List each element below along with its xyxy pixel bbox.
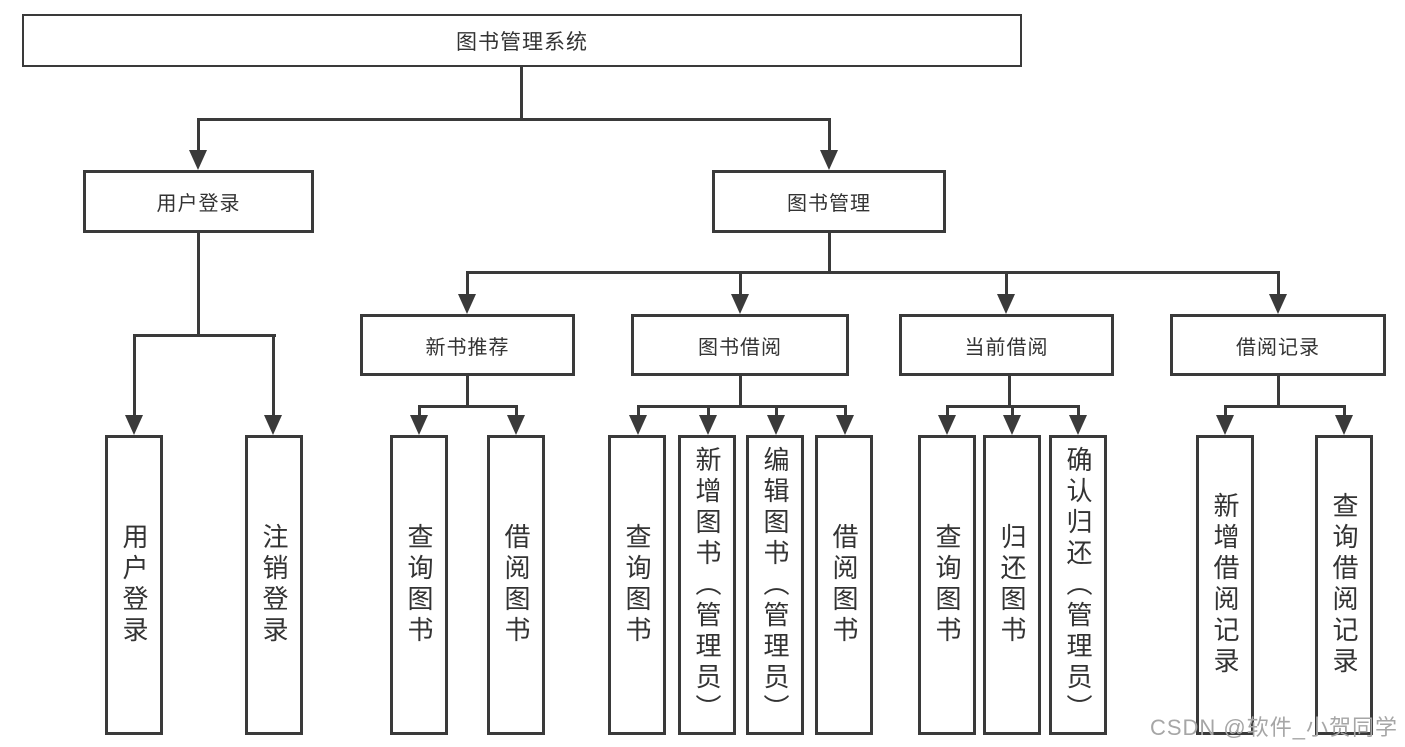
connector-segment	[197, 233, 200, 337]
leaf-label: 确认归还（管理员）	[1063, 445, 1093, 725]
node-new-book-recommend: 新书推荐	[360, 314, 575, 376]
connector-segment	[637, 405, 847, 408]
connector-segment	[707, 405, 710, 417]
node-borrow-records: 借阅记录	[1170, 314, 1386, 376]
connector-segment	[133, 334, 276, 337]
leaf-user-login: 用户登录	[105, 435, 163, 735]
connector-arrowhead-icon	[410, 415, 428, 435]
node-label: 图书管理系统	[456, 30, 588, 54]
leaf-borrowing-borrow-books: 借阅图书	[815, 435, 873, 735]
leaf-label: 查询借阅记录	[1329, 492, 1359, 678]
leaf-label: 查询图书	[932, 523, 962, 647]
leaf-add-borrow-record: 新增借阅记录	[1196, 435, 1254, 735]
connector-segment	[1277, 376, 1280, 407]
connector-segment	[828, 233, 831, 274]
leaf-newrec-borrow-books: 借阅图书	[487, 435, 545, 735]
connector-arrowhead-icon	[1269, 294, 1287, 314]
connector-segment	[844, 405, 847, 417]
node-user-login-branch: 用户登录	[83, 170, 314, 233]
leaf-label: 查询图书	[622, 523, 652, 647]
connector-arrowhead-icon	[731, 294, 749, 314]
leaf-logout: 注销登录	[245, 435, 303, 735]
leaf-query-borrow-record: 查询借阅记录	[1315, 435, 1373, 735]
csdn-watermark: CSDN @软件_小贺同学	[1149, 715, 1398, 740]
connector-arrowhead-icon	[938, 415, 956, 435]
leaf-confirm-return-admin: 确认归还（管理员）	[1049, 435, 1107, 735]
connector-segment	[1277, 271, 1280, 296]
leaf-label: 用户登录	[119, 523, 149, 647]
connector-segment	[133, 334, 136, 415]
leaf-newrec-query-books: 查询图书	[390, 435, 448, 735]
connector-segment	[515, 405, 518, 417]
connector-arrowhead-icon	[699, 415, 717, 435]
connector-segment	[272, 334, 275, 415]
connector-arrowhead-icon	[264, 415, 282, 435]
node-label: 图书借阅	[698, 336, 782, 359]
connector-arrowhead-icon	[125, 415, 143, 435]
node-book-management: 图书管理	[712, 170, 946, 233]
connector-arrowhead-icon	[1003, 415, 1021, 435]
leaf-label: 注销登录	[259, 523, 289, 647]
leaf-label: 查询图书	[404, 523, 434, 647]
connector-arrowhead-icon	[189, 150, 207, 170]
connector-arrowhead-icon	[820, 150, 838, 170]
leaf-label: 编辑图书（管理员）	[760, 445, 790, 725]
leaf-label: 借阅图书	[829, 523, 859, 647]
connector-arrowhead-icon	[1069, 415, 1087, 435]
leaf-current-query-books: 查询图书	[918, 435, 976, 735]
connector-segment	[637, 405, 640, 417]
leaf-label: 新增借阅记录	[1210, 492, 1240, 678]
leaf-label: 借阅图书	[501, 523, 531, 647]
node-current-borrowing: 当前借阅	[899, 314, 1114, 376]
node-book-borrowing: 图书借阅	[631, 314, 849, 376]
connector-arrowhead-icon	[629, 415, 647, 435]
leaf-edit-books-admin: 编辑图书（管理员）	[746, 435, 804, 735]
connector-segment	[466, 271, 1280, 274]
leaf-label: 归还图书	[997, 523, 1027, 647]
connector-segment	[1224, 405, 1227, 417]
node-library-system: 图书管理系统	[22, 14, 1022, 67]
connector-arrowhead-icon	[507, 415, 525, 435]
connector-segment	[197, 118, 200, 152]
connector-arrowhead-icon	[458, 294, 476, 314]
node-label: 图书管理	[787, 193, 871, 215]
connector-segment	[946, 405, 949, 417]
connector-segment	[739, 271, 742, 296]
connector-segment	[1011, 405, 1014, 417]
connector-segment	[466, 271, 469, 296]
connector-segment	[1005, 271, 1008, 296]
connector-arrowhead-icon	[997, 294, 1015, 314]
leaf-return-books: 归还图书	[983, 435, 1041, 735]
connector-segment	[739, 376, 742, 407]
connector-arrowhead-icon	[1335, 415, 1353, 435]
leaf-add-books-admin: 新增图书（管理员）	[678, 435, 736, 735]
connector-arrowhead-icon	[767, 415, 785, 435]
connector-segment	[1343, 405, 1346, 417]
node-label: 用户登录	[156, 193, 241, 215]
connector-segment	[466, 376, 469, 407]
connector-segment	[520, 67, 523, 120]
connector-segment	[1077, 405, 1080, 417]
leaf-borrowing-query-books: 查询图书	[608, 435, 666, 735]
connector-segment	[418, 405, 421, 417]
connector-segment	[197, 118, 831, 121]
connector-segment	[1224, 405, 1346, 408]
connector-segment	[828, 118, 831, 152]
node-label: 借阅记录	[1236, 336, 1320, 359]
connector-arrowhead-icon	[836, 415, 854, 435]
connector-segment	[1008, 376, 1011, 407]
leaf-label: 新增图书（管理员）	[692, 445, 722, 725]
node-label: 新书推荐	[425, 336, 510, 359]
connector-segment	[775, 405, 778, 417]
connector-segment	[418, 405, 518, 408]
connector-arrowhead-icon	[1216, 415, 1234, 435]
node-label: 当前借阅	[964, 336, 1049, 359]
